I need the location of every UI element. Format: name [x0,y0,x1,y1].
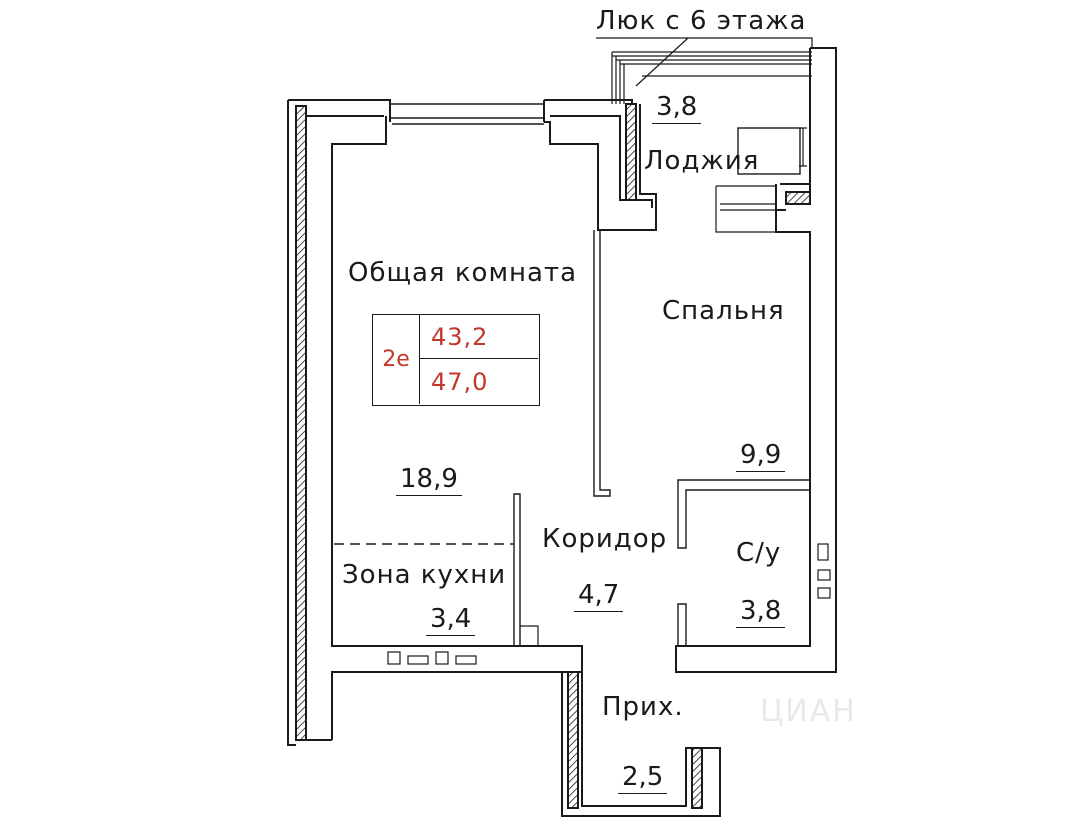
corridor-label: Коридор [542,524,668,554]
bathroom-area: 3,8 [736,596,786,628]
watermark: ЦИАН [760,694,857,729]
apartment-stamp: 2е 43,2 47,0 [372,314,540,406]
corridor-area: 4,7 [574,580,624,612]
bathroom-label: С/у [736,538,782,568]
living-room-area: 18,9 [396,464,462,496]
hall-label: Прих. [602,692,684,722]
apartment-code: 2е [373,315,420,404]
loggia-area: 3,8 [652,92,702,124]
total-area: 47,0 [431,368,489,396]
bedroom-label: Спальня [662,296,785,326]
kitchen-label: Зона кухни [342,560,507,590]
outer-walls [287,37,837,817]
loggia-label: Лоджия [644,146,760,176]
living-area-total: 43,2 [419,315,538,359]
bedroom-area: 9,9 [736,440,786,472]
hall-area: 2,5 [618,762,668,794]
living-room-label: Общая комната [348,258,578,288]
hatch-note: Люк с 6 этажа [596,6,807,36]
kitchen-area: 3,4 [426,604,476,636]
